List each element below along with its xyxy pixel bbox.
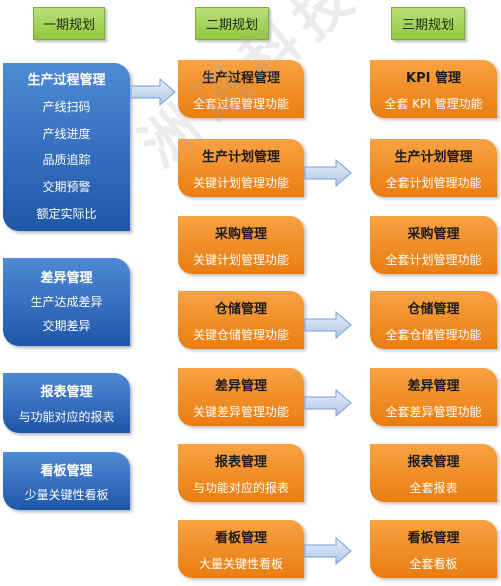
phase1-box-item: 交期预警	[42, 180, 91, 195]
phase3-box-desc: 全套看板	[409, 556, 458, 571]
arrow-right-icon	[130, 78, 176, 106]
phase2-box-title: 报表管理	[214, 454, 267, 470]
phase3-production-plan-box: 生产计划管理 全套计划管理功能	[370, 139, 497, 197]
phase3-box-title: KPI 管理	[406, 70, 461, 86]
phase1-box-item: 生产达成差异	[30, 295, 103, 309]
arrow-right-icon	[304, 159, 352, 187]
phase3-box-title: 差异管理	[407, 378, 460, 394]
phase2-box-desc: 全套过程管理功能	[192, 96, 289, 111]
phase2-box-title: 看板管理	[214, 530, 267, 546]
phase2-box-title: 差异管理	[214, 378, 267, 394]
phase2-box-desc: 关键计划管理功能	[192, 175, 289, 190]
phase3-box-title: 报表管理	[407, 454, 460, 470]
phase1-box-item: 交期差异	[42, 319, 91, 333]
phase3-box-desc: 全套差异管理功能	[385, 404, 482, 419]
arrow-right-icon	[304, 389, 352, 417]
phase2-box-title: 采购管理	[214, 226, 267, 242]
phase3-kpi-box: KPI 管理 全套 KPI 管理功能	[370, 60, 497, 118]
phase1-box-item: 产线进度	[42, 126, 91, 141]
phase3-box-desc: 全套计划管理功能	[385, 175, 482, 190]
phase3-box-title: 看板管理	[407, 530, 460, 546]
phase2-box-title: 生产过程管理	[201, 70, 280, 86]
phase1-dashboard-box: 看板管理 少量关键性看板	[3, 452, 130, 510]
phase-3-header: 三期规划	[391, 7, 465, 40]
phase1-box-item: 少量关键性看板	[24, 487, 109, 502]
phase2-box-desc: 与功能对应的报表	[192, 480, 289, 495]
phase1-box-item: 产线扫码	[42, 99, 91, 114]
phase3-warehouse-box: 仓储管理 全套仓储管理功能	[370, 291, 497, 349]
phase3-box-title: 仓储管理	[407, 301, 460, 317]
phase3-box-desc: 全套仓储管理功能	[385, 327, 482, 342]
phase1-box-item: 与功能对应的报表	[18, 410, 115, 424]
phase1-box-title: 看板管理	[40, 463, 93, 479]
arrow-right-icon	[304, 311, 352, 339]
phase3-box-desc: 全套报表	[409, 480, 458, 495]
phase1-report-box: 报表管理 与功能对应的报表	[3, 373, 130, 433]
phase2-purchasing-box: 采购管理 关键计划管理功能	[178, 216, 304, 274]
phase-1-header: 一期规划	[33, 7, 105, 40]
phase2-warehouse-box: 仓储管理 关键仓储管理功能	[178, 291, 304, 349]
phase3-purchasing-box: 采购管理 全套计划管理功能	[370, 216, 497, 274]
phase2-report-box: 报表管理 与功能对应的报表	[178, 444, 304, 502]
phase2-dashboard-box: 看板管理 大量关键性看板	[178, 520, 304, 578]
phase3-dashboard-box: 看板管理 全套看板	[370, 520, 497, 578]
phase3-box-title: 生产计划管理	[394, 149, 473, 165]
phase1-box-item: 额定实际比	[36, 206, 97, 221]
phase2-box-desc: 关键仓储管理功能	[192, 327, 289, 342]
phase3-report-box: 报表管理 全套报表	[370, 444, 497, 502]
phase1-box-item: 品质追踪	[42, 153, 91, 168]
phase2-box-title: 生产计划管理	[201, 149, 280, 165]
phase2-production-plan-box: 生产计划管理 关键计划管理功能	[178, 139, 304, 197]
phase3-difference-box: 差异管理 全套差异管理功能	[370, 368, 497, 426]
phase2-box-desc: 关键差异管理功能	[192, 404, 289, 419]
phase2-box-desc: 关键计划管理功能	[192, 252, 289, 267]
phase2-production-process-box: 生产过程管理 全套过程管理功能	[178, 60, 304, 118]
phase3-box-desc: 全套 KPI 管理功能	[384, 96, 483, 111]
phase1-production-process-box: 生产过程管理 产线扫码 产线进度 品质追踪 交期预警 额定实际比	[3, 63, 130, 231]
phase2-difference-box: 差异管理 关键差异管理功能	[178, 368, 304, 426]
phase1-box-title: 差异管理	[40, 271, 93, 286]
phase1-difference-box: 差异管理 生产达成差异 交期差异	[3, 258, 130, 346]
phase3-box-desc: 全套计划管理功能	[385, 252, 482, 267]
phase2-box-title: 仓储管理	[214, 301, 267, 317]
phase1-box-title: 报表管理	[40, 385, 93, 400]
arrow-right-icon	[304, 537, 352, 565]
phase-2-header: 二期规划	[195, 7, 269, 40]
phase2-box-desc: 大量关键性看板	[198, 556, 283, 571]
phase3-box-title: 采购管理	[407, 226, 460, 242]
phase1-box-title: 生产过程管理	[27, 73, 106, 88]
